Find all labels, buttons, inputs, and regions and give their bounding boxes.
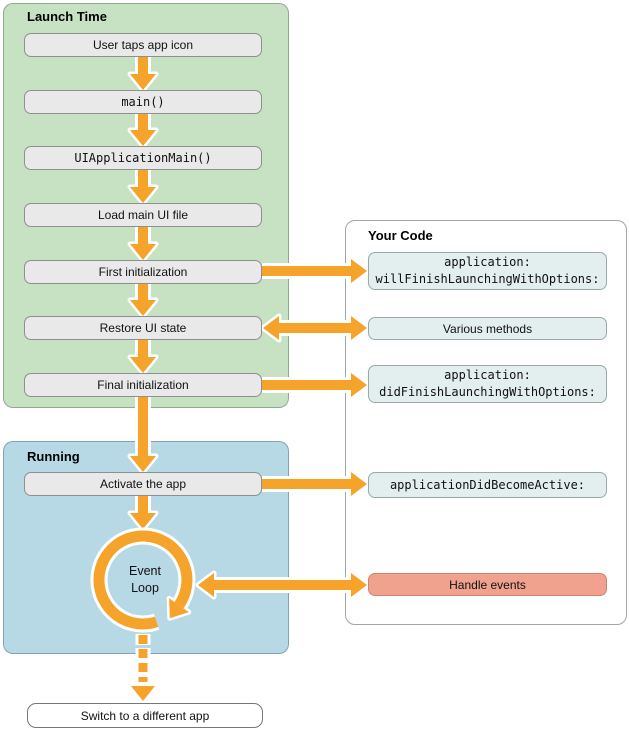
arrow-first-init-to-willfinish [262,256,370,286]
step-main: main() [24,90,262,114]
step-restore-ui-state: Restore UI state [24,316,262,340]
arrow-down-4 [127,227,159,263]
arrow-eventloop-handleevents-bidirectional [195,570,370,600]
arrow-activate-to-didbecomeactive [262,469,370,499]
arrow-down-5 [127,284,159,319]
callback-handle-events: Handle events [368,573,607,596]
arrow-down-3 [127,170,159,206]
running-title: Running [27,449,80,464]
callback-didbecomeactive: applicationDidBecomeActive: [368,472,607,498]
step-load-main-ui-file: Load main UI file [24,203,262,227]
arrow-down-8 [127,496,159,532]
step-uiapplicationmain: UIApplicationMain() [24,146,262,170]
arrow-restore-various-bidirectional [260,313,370,343]
arrow-down-2 [127,114,159,149]
callback-various-methods: Various methods [368,317,607,340]
step-final-initialization: Final initialization [24,373,262,397]
callback-willfinishlaunching: application: willFinishLaunchingWithOpti… [368,252,607,290]
step-first-initialization: First initialization [24,260,262,284]
switch-to-different-app-box: Switch to a different app [27,703,263,728]
arrow-final-init-to-didfinish [262,370,370,400]
step-user-taps-app-icon: User taps app icon [24,33,262,57]
arrow-down-6 [127,340,159,376]
launch-time-title: Launch Time [27,9,107,24]
event-loop-ring [90,527,196,633]
callback-didfinishlaunching: application: didFinishLaunchingWithOptio… [368,365,607,403]
your-code-title: Your Code [368,228,433,243]
arrow-down-7 [127,397,159,475]
event-loop-label: Event Loop [129,564,161,595]
step-activate-the-app: Activate the app [24,472,262,496]
arrow-dashed-to-switch-app [128,634,158,704]
arrow-down-1 [127,57,159,93]
